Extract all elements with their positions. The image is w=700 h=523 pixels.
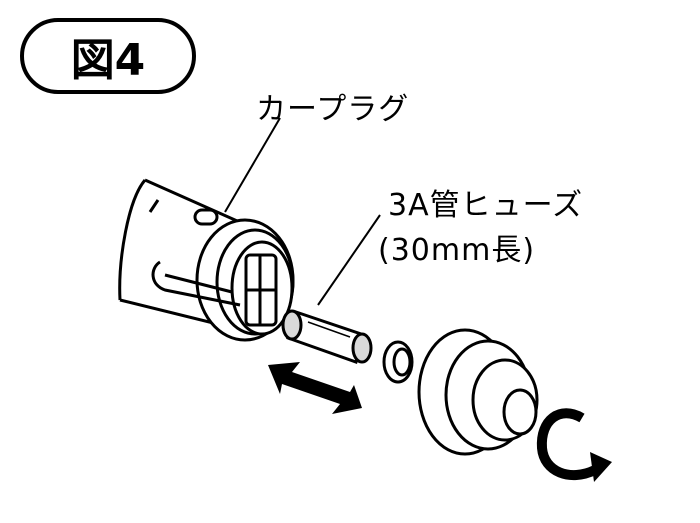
fuse-label: 3A管ヒューズ (388, 188, 584, 223)
plug-label: カープラグ (256, 92, 410, 127)
car-plug (118, 178, 295, 342)
tube-fuse (281, 309, 373, 364)
spring-ring (382, 340, 414, 384)
fuse-length-label: (30mm長) (378, 233, 536, 268)
figure-badge: 図4 (20, 18, 196, 94)
plug-leader-line (224, 117, 281, 213)
figure-label: 図4 (70, 35, 146, 86)
double-arrow-icon (268, 362, 362, 414)
rotate-arrow-icon (536, 408, 612, 482)
fuse-leader-line (317, 214, 381, 306)
tip-cap (417, 328, 539, 456)
